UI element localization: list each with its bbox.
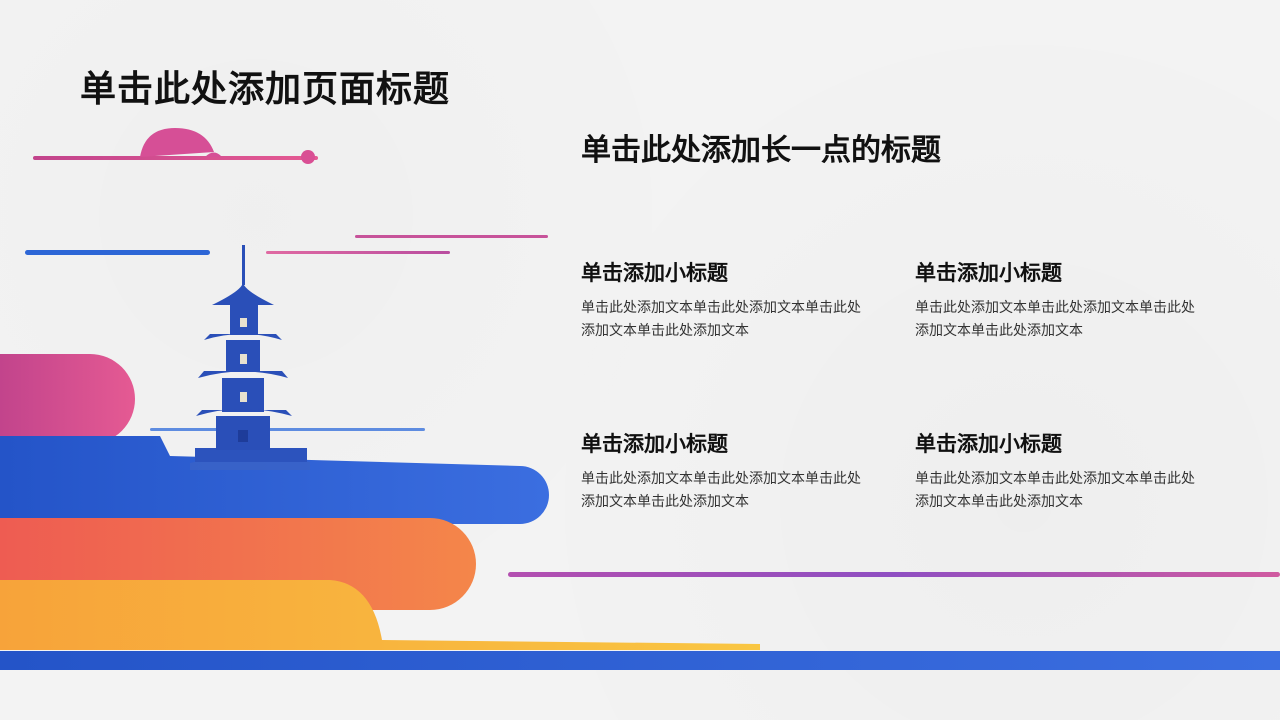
block-body[interactable]: 单击此处添加文本单击此处添加文本单击此处添加文本单击此处添加文本 xyxy=(915,471,1195,510)
content-block-1: 单击添加小标题 单击此处添加文本单击此处添加文本单击此处添加文本单击此处添加文本 xyxy=(581,257,881,343)
block-heading[interactable]: 单击添加小标题 xyxy=(581,432,728,456)
pink-cloud-hill xyxy=(33,128,318,164)
block-heading[interactable]: 单击添加小标题 xyxy=(581,261,728,285)
block-heading[interactable]: 单击添加小标题 xyxy=(915,432,1062,456)
pagoda-illustration xyxy=(190,245,310,470)
blue-band xyxy=(0,436,549,524)
section-title[interactable]: 单击此处添加长一点的标题 xyxy=(581,133,941,168)
block-body[interactable]: 单击此处添加文本单击此处添加文本单击此处添加文本单击此处添加文本 xyxy=(915,300,1195,339)
purple-divider-line xyxy=(508,572,1280,577)
block-heading[interactable]: 单击添加小标题 xyxy=(915,261,1062,285)
pink-band xyxy=(0,354,135,444)
page-title[interactable]: 单击此处添加页面标题 xyxy=(80,69,451,110)
bottom-blue-stripe xyxy=(0,651,1280,670)
yellow-band xyxy=(0,580,760,650)
content-block-4: 单击添加小标题 单击此处添加文本单击此处添加文本单击此处添加文本单击此处添加文本 xyxy=(915,428,1215,514)
block-body[interactable]: 单击此处添加文本单击此处添加文本单击此处添加文本单击此处添加文本 xyxy=(581,471,861,510)
thin-accent-lines xyxy=(25,235,548,255)
content-block-2: 单击添加小标题 单击此处添加文本单击此处添加文本单击此处添加文本单击此处添加文本 xyxy=(915,257,1215,343)
content-block-3: 单击添加小标题 单击此处添加文本单击此处添加文本单击此处添加文本单击此处添加文本 xyxy=(581,428,881,514)
block-body[interactable]: 单击此处添加文本单击此处添加文本单击此处添加文本单击此处添加文本 xyxy=(581,300,861,339)
